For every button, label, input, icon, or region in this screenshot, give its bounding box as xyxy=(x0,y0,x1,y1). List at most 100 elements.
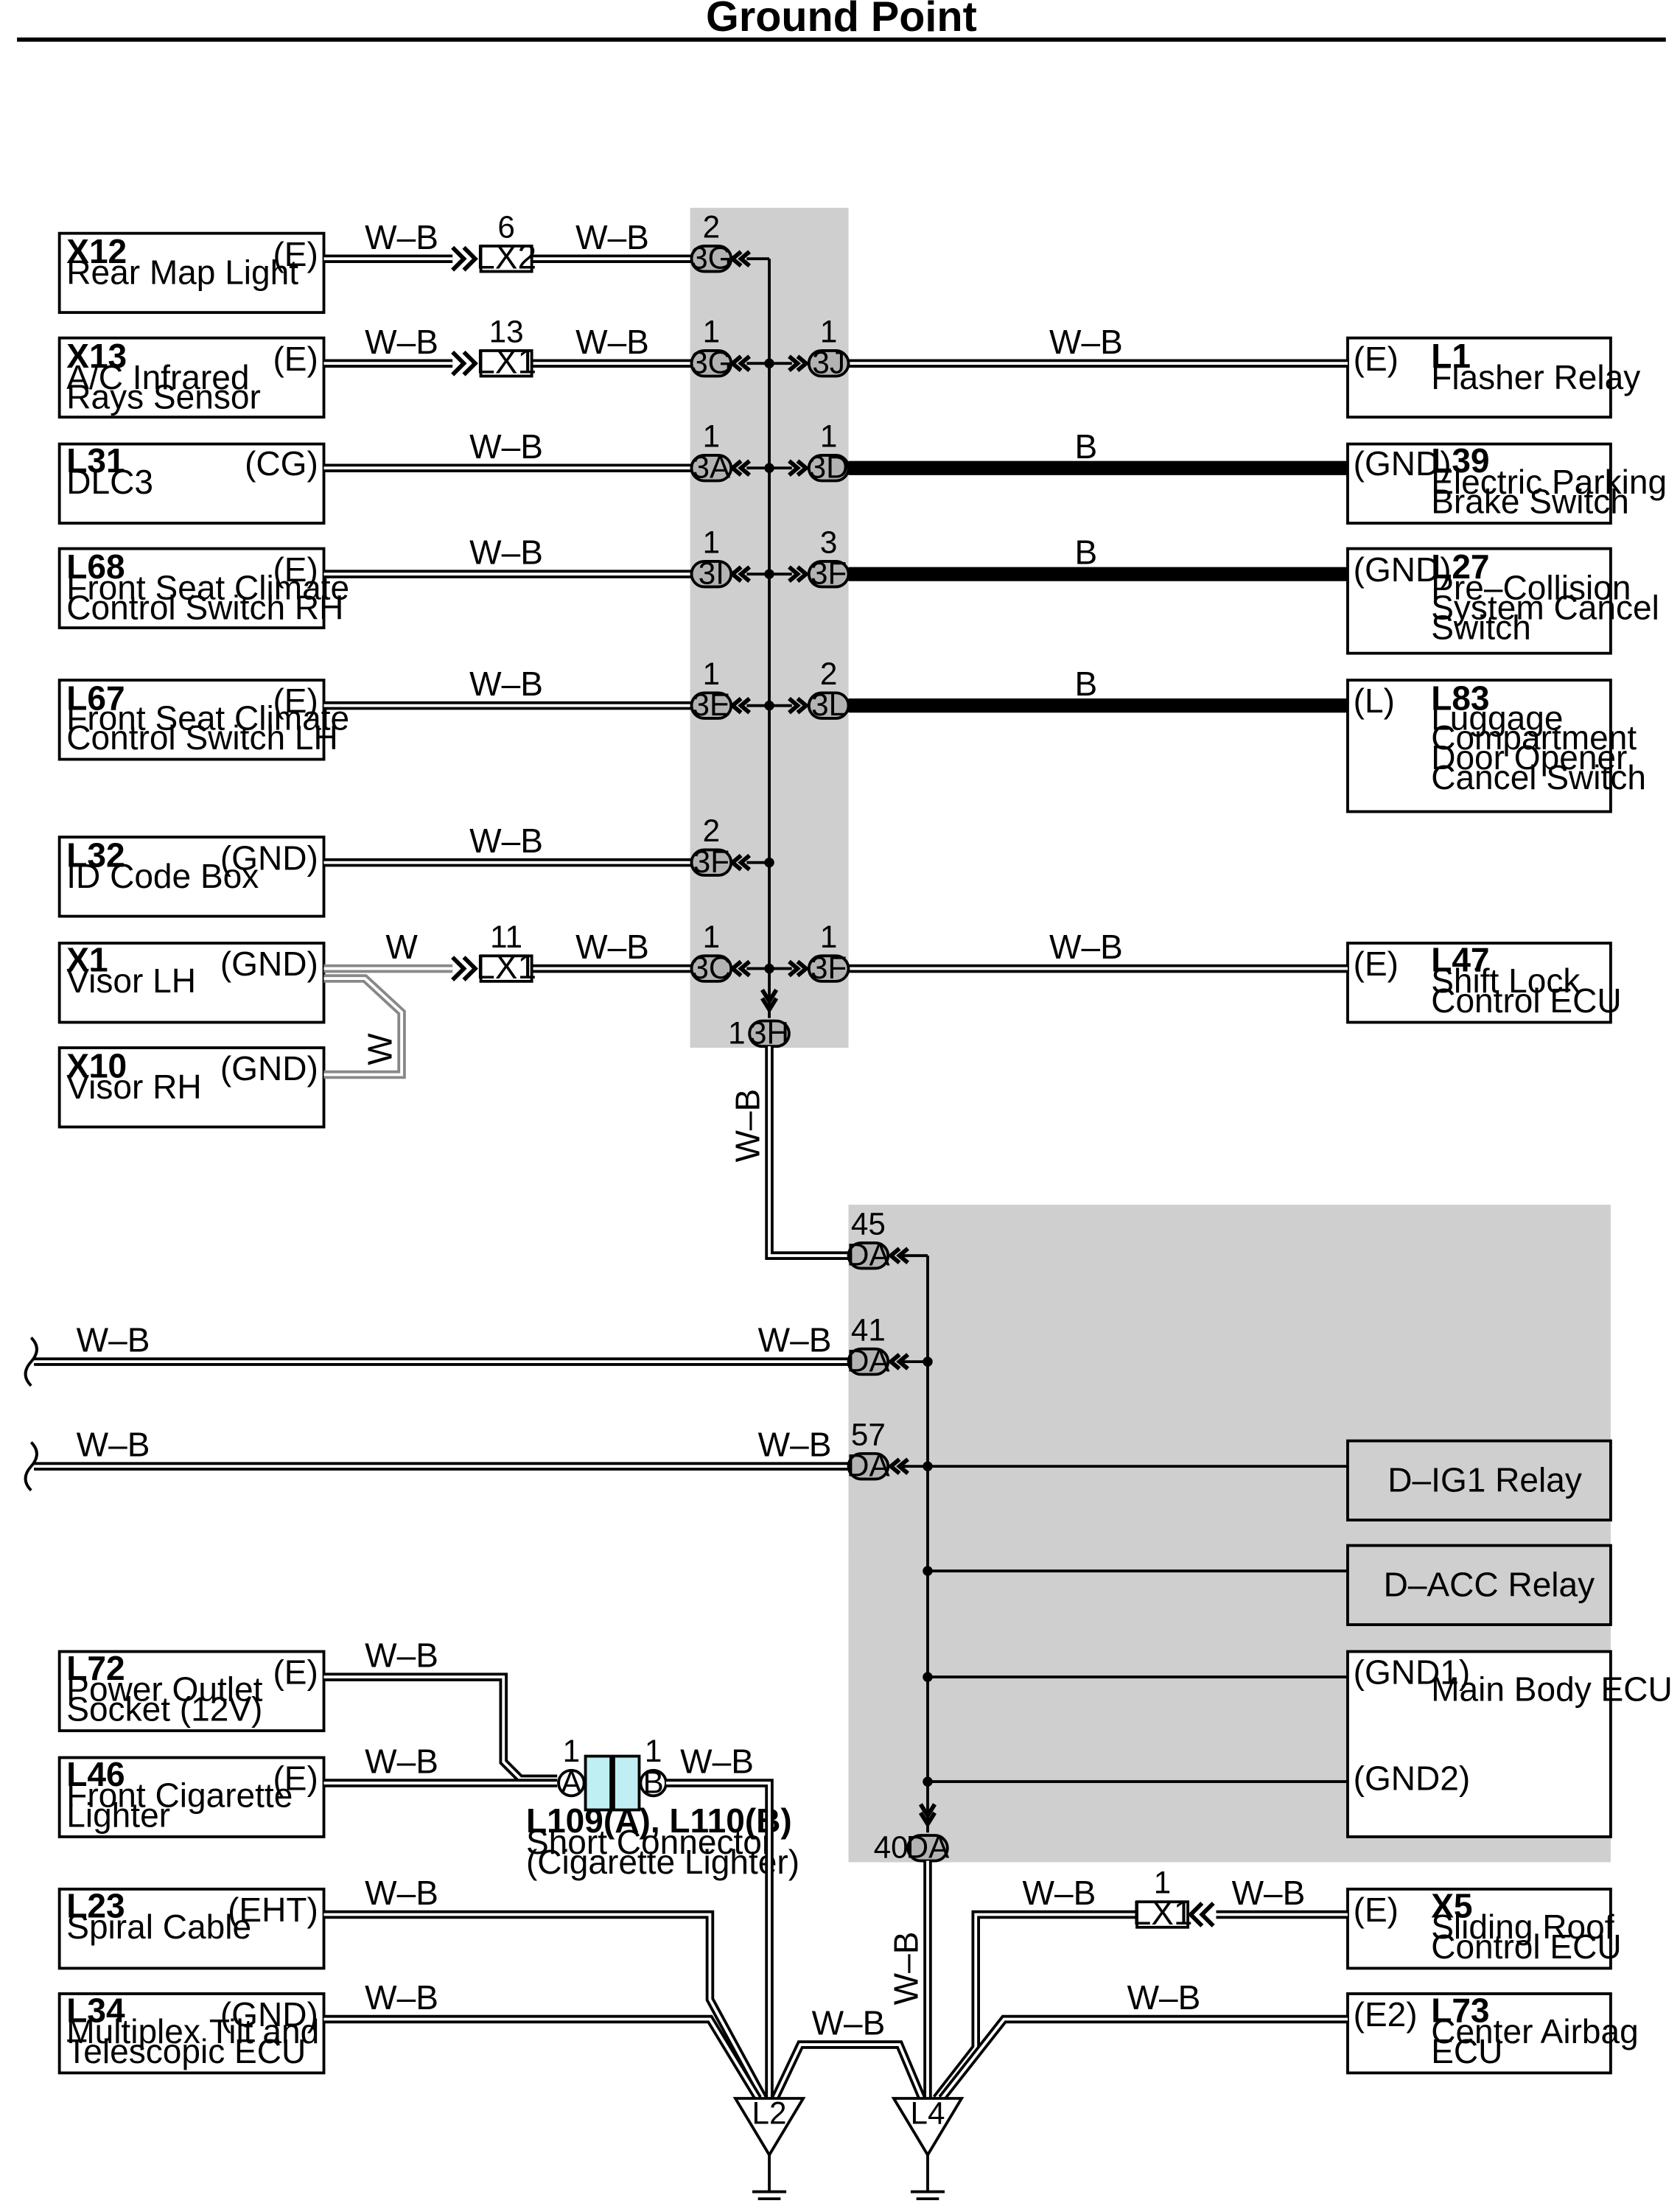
svg-text:W–B: W–B xyxy=(1023,1874,1096,1912)
component-l83: (L) L83 Luggage Compartment Door Opener … xyxy=(1346,679,1646,813)
component-d-ig1-relay: D–IG1 Relay xyxy=(1346,1439,1612,1521)
svg-text:3H: 3H xyxy=(749,1015,789,1050)
component-l47: (E) L47 Shift Lock Control ECU xyxy=(1346,940,1622,1024)
svg-text:W–B: W–B xyxy=(1049,323,1123,361)
svg-text:Rear Map Light: Rear Map Light xyxy=(66,253,298,292)
svg-text:X12: X12 xyxy=(66,232,127,270)
svg-text:Switch: Switch xyxy=(1431,608,1531,646)
svg-text:B: B xyxy=(1075,533,1098,572)
svg-text:LX1: LX1 xyxy=(476,948,536,986)
svg-text:(E): (E) xyxy=(273,550,318,589)
wire-l34 xyxy=(323,2014,762,2101)
junction-3f-l32: 3F 2 xyxy=(690,813,733,879)
component-d-acc-relay: D–ACC Relay xyxy=(1346,1544,1612,1626)
svg-text:3C: 3C xyxy=(691,950,731,985)
svg-text:(E): (E) xyxy=(273,682,318,720)
component-x10: X10 Visor RH (GND) xyxy=(57,1046,326,1129)
svg-text:W–B: W–B xyxy=(469,665,543,703)
svg-text:W–B: W–B xyxy=(758,1426,832,1464)
svg-text:L31: L31 xyxy=(66,441,125,480)
svg-text:3F: 3F xyxy=(811,950,847,985)
svg-text:DLC3: DLC3 xyxy=(66,463,153,501)
component-x5: (E) X5 Sliding Roof Control ECU xyxy=(1346,1886,1622,1970)
svg-text:(E2): (E2) xyxy=(1354,1995,1418,2034)
svg-text:L39: L39 xyxy=(1431,441,1489,480)
svg-text:W–B: W–B xyxy=(1127,1978,1201,2017)
svg-text:(GND): (GND) xyxy=(220,945,318,983)
svg-text:40: 40 xyxy=(874,1830,909,1865)
svg-text:1: 1 xyxy=(1154,1866,1171,1900)
ground-point-l2: L2 xyxy=(732,2096,806,2203)
svg-text:X10: X10 xyxy=(66,1046,127,1085)
svg-text:Shift Lock: Shift Lock xyxy=(1431,962,1581,1000)
connector-lx2: LX2 6 xyxy=(451,209,536,276)
svg-text:W–B: W–B xyxy=(469,533,543,572)
svg-text:DA: DA xyxy=(847,1238,890,1272)
wire-short-to-l2 xyxy=(665,1779,774,2098)
svg-text:(GND1): (GND1) xyxy=(1354,1653,1471,1692)
component-l39: (GND) L39 Electric Parking Brake Switch xyxy=(1346,441,1667,525)
svg-text:W–B: W–B xyxy=(469,822,543,860)
svg-text:B: B xyxy=(1075,427,1098,466)
svg-text:W–B: W–B xyxy=(758,1321,832,1359)
component-l67: L67 Front Seat Climate Control Switch LH… xyxy=(57,679,349,761)
junction-bus-da xyxy=(887,1247,1348,1833)
svg-text:3G: 3G xyxy=(690,346,732,380)
svg-text:W–B: W–B xyxy=(365,218,438,256)
svg-text:A/C Infrared: A/C Infrared xyxy=(66,358,249,396)
svg-text:57: 57 xyxy=(851,1417,886,1451)
svg-text:DA: DA xyxy=(847,1449,890,1483)
svg-text:D–IG1 Relay: D–IG1 Relay xyxy=(1387,1461,1582,1499)
svg-text:Door Opener: Door Opener xyxy=(1431,738,1627,777)
svg-text:W–B: W–B xyxy=(365,1743,438,1781)
svg-text:3G: 3G xyxy=(690,241,732,276)
svg-text:DA: DA xyxy=(906,1830,950,1865)
svg-text:W–B: W–B xyxy=(729,1089,767,1163)
svg-text:L68: L68 xyxy=(66,547,125,586)
wire-da-57 xyxy=(24,1441,852,1492)
junction-3g: 3G 1 xyxy=(690,314,733,380)
svg-text:3J: 3J xyxy=(812,346,845,380)
svg-text:W–B: W–B xyxy=(887,1932,925,2006)
svg-text:Visor LH: Visor LH xyxy=(66,962,196,1000)
svg-text:(CG): (CG) xyxy=(245,444,318,483)
svg-text:Front Cigarette: Front Cigarette xyxy=(66,1776,293,1815)
svg-text:B: B xyxy=(1075,665,1098,703)
svg-text:6: 6 xyxy=(497,209,514,244)
svg-text:LX1: LX1 xyxy=(1133,1894,1193,1932)
svg-text:Center Airbag: Center Airbag xyxy=(1431,2012,1639,2050)
svg-text:1: 1 xyxy=(703,418,720,453)
svg-text:W–B: W–B xyxy=(365,1874,438,1912)
svg-text:W–B: W–B xyxy=(1232,1874,1306,1912)
junction-da-41: DA 41 xyxy=(847,1312,890,1378)
svg-text:(Cigarette Lighter): (Cigarette Lighter) xyxy=(526,1843,799,1881)
svg-text:System Cancel: System Cancel xyxy=(1431,589,1659,627)
svg-text:L27: L27 xyxy=(1431,547,1489,586)
svg-text:Front Seat Climate: Front Seat Climate xyxy=(66,698,349,737)
svg-text:Brake Switch: Brake Switch xyxy=(1431,483,1629,521)
svg-text:1: 1 xyxy=(703,920,720,954)
svg-text:41: 41 xyxy=(851,1312,886,1347)
component-l68: L68 Front Seat Climate Control Switch RH… xyxy=(57,547,349,630)
svg-text:W–B: W–B xyxy=(575,928,649,966)
svg-text:W–B: W–B xyxy=(680,1743,754,1781)
svg-text:1: 1 xyxy=(820,418,837,453)
junction-da-45: DA 45 xyxy=(847,1206,890,1272)
svg-text:L4: L4 xyxy=(911,2096,945,2131)
svg-text:3D: 3D xyxy=(809,450,849,485)
junction-3c: 3C 1 xyxy=(690,920,733,985)
junction-3g-top: 3G 2 xyxy=(690,209,733,276)
svg-text:L32: L32 xyxy=(66,836,125,874)
svg-text:W–B: W–B xyxy=(812,2004,886,2042)
svg-text:ECU: ECU xyxy=(1431,2032,1502,2070)
svg-text:LX1: LX1 xyxy=(476,343,536,381)
svg-text:13: 13 xyxy=(489,314,524,349)
component-l46: L46 Front Cigarette Lighter (E) xyxy=(57,1755,326,1838)
svg-text:Luggage: Luggage xyxy=(1431,698,1563,737)
svg-text:X5: X5 xyxy=(1431,1886,1472,1924)
svg-text:(E): (E) xyxy=(1354,945,1399,983)
svg-text:Cancel Switch: Cancel Switch xyxy=(1431,758,1646,796)
svg-text:Front Seat Climate: Front Seat Climate xyxy=(66,569,349,607)
svg-text:L47: L47 xyxy=(1431,940,1489,978)
svg-text:3F: 3F xyxy=(693,844,729,879)
